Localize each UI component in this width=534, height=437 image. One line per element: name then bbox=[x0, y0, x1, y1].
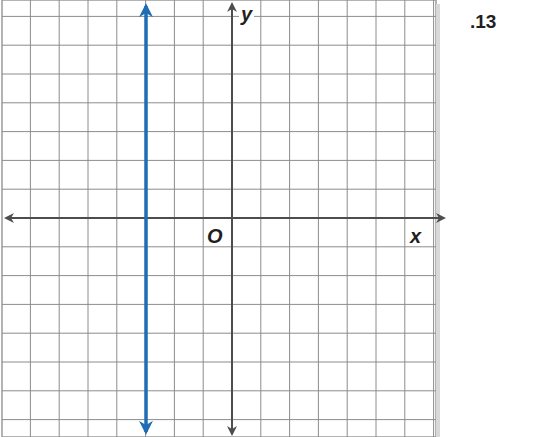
grid-line bbox=[2, 275, 436, 276]
grid-line bbox=[2, 189, 436, 190]
grid-line bbox=[2, 246, 436, 247]
grid-line bbox=[2, 131, 436, 132]
exercise-number: .13 bbox=[470, 12, 496, 31]
y-axis bbox=[231, 4, 233, 434]
axis-label: y bbox=[239, 4, 254, 24]
x-axis bbox=[6, 217, 444, 219]
grid-line bbox=[2, 45, 436, 46]
grid-line bbox=[2, 333, 436, 334]
grid-line bbox=[2, 304, 436, 305]
grid-line bbox=[2, 16, 436, 17]
grid-line bbox=[2, 362, 436, 363]
grid-line bbox=[145, 0, 146, 437]
frame-shadow bbox=[436, 4, 440, 437]
grid-line bbox=[2, 390, 436, 391]
grid-line bbox=[2, 160, 436, 161]
vertical-line bbox=[144, 6, 148, 432]
grid-line bbox=[2, 102, 436, 103]
axis-label: x bbox=[408, 226, 423, 246]
grid-line bbox=[2, 419, 436, 420]
grid-line bbox=[2, 74, 436, 75]
origin-label: O bbox=[205, 226, 225, 246]
